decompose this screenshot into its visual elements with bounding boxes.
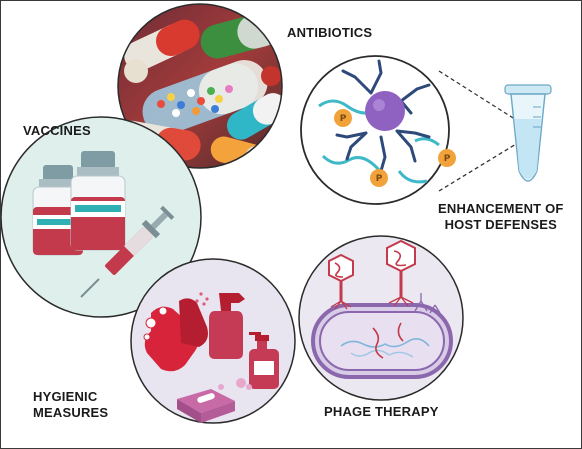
handwashing-icon: [143, 298, 208, 372]
test-tube-icon: [504, 84, 552, 182]
phage-circle: [298, 235, 464, 401]
bacteriophage-icon: [328, 239, 441, 314]
soap-bar-icon: [177, 384, 235, 423]
spray-bottle-icon: [195, 292, 245, 359]
label-vaccines: VACCINES: [23, 123, 91, 138]
label-host-line1: ENHANCEMENT OF: [438, 201, 564, 216]
hygiene-circle: [130, 258, 296, 424]
label-antibiotics: ANTIBIOTICS: [287, 25, 373, 40]
vaccines-circle: [1, 116, 202, 318]
antibody-complex-icon: [318, 59, 456, 187]
label-phage-therapy: PHAGE THERAPY: [324, 404, 439, 419]
label-hygiene-line2: MEASURES: [33, 405, 109, 420]
label-hygiene-line1: HYGIENIC: [33, 389, 98, 404]
label-hygienic-measures: HYGIENIC MEASURES: [33, 389, 108, 421]
label-host-line2: HOST DEFENSES: [444, 217, 557, 232]
phosphate-marker: P: [340, 114, 347, 124]
phosphate-marker: P: [444, 154, 451, 164]
phosphate-marker: P: [376, 174, 383, 184]
host-defense-circle: P P P: [300, 55, 522, 205]
label-host-defenses: ENHANCEMENT OF HOST DEFENSES: [438, 201, 564, 233]
soap-dispenser-icon: [249, 332, 279, 389]
bacterium-icon: [311, 303, 453, 379]
syringe-icon: [80, 205, 175, 298]
vaccine-vials-icon: [32, 151, 126, 256]
